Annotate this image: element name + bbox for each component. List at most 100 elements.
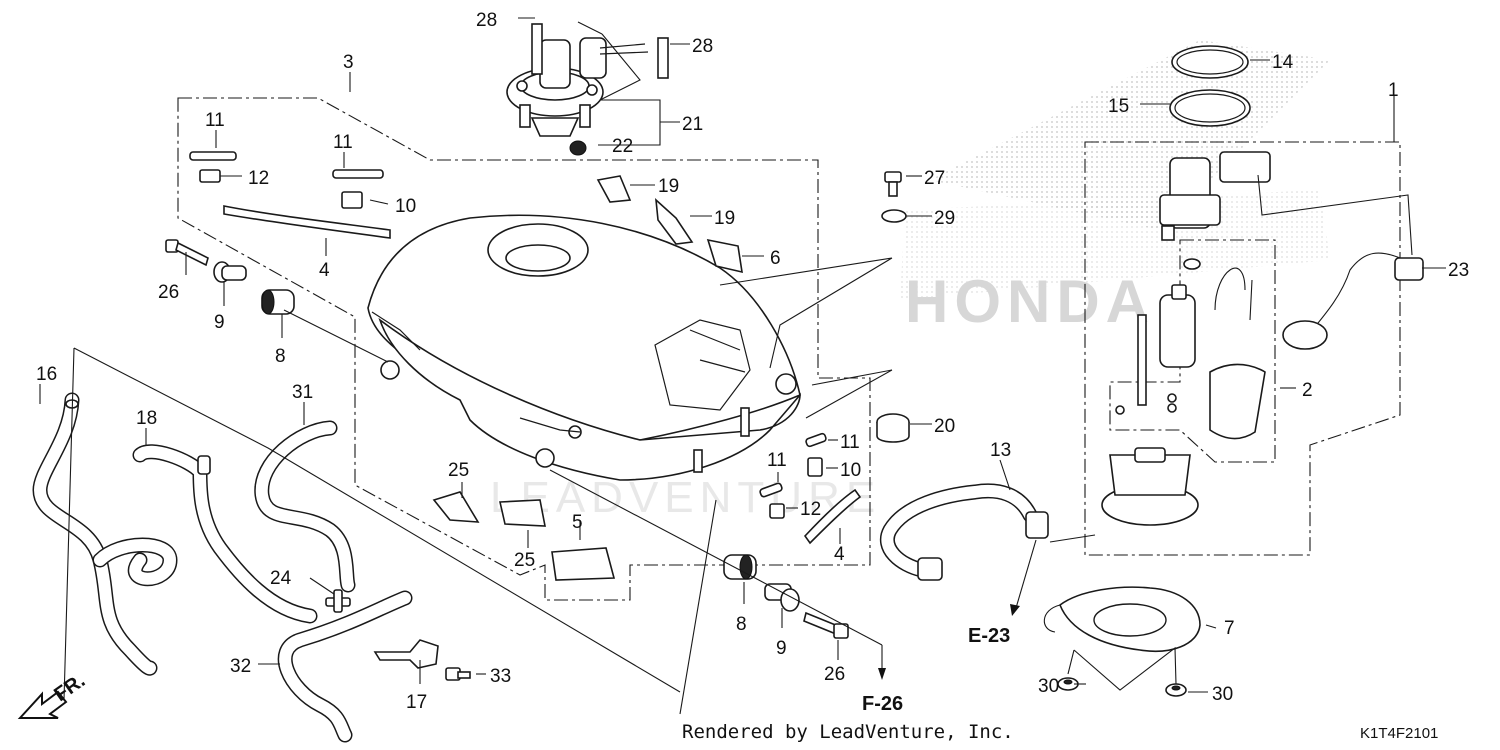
pad-12b xyxy=(769,503,785,519)
seal-strip-4a xyxy=(223,205,391,239)
decal-19a xyxy=(596,175,632,203)
bolt-26a xyxy=(165,239,209,267)
pad-10b xyxy=(807,457,823,477)
label-29: 29 xyxy=(934,208,955,229)
label-30b: 30 xyxy=(1212,684,1233,705)
decal-19b xyxy=(654,198,694,245)
label-4a: 4 xyxy=(319,260,330,281)
decal-6 xyxy=(706,238,743,274)
label-28b: 28 xyxy=(692,36,713,57)
label-6: 6 xyxy=(770,248,781,269)
pump-wire xyxy=(1214,267,1253,321)
label-17: 17 xyxy=(406,692,427,713)
honda-watermark: HONDA xyxy=(900,40,1330,335)
fuel-hose-13 xyxy=(879,483,1049,581)
hose-31 xyxy=(254,420,356,593)
honda-watermark-text: HONDA xyxy=(905,268,1155,335)
credit-text: Rendered by LeadVenture, Inc. xyxy=(682,721,1014,743)
label-13: 13 xyxy=(990,440,1011,461)
fuel-tank xyxy=(367,214,801,481)
label-27: 27 xyxy=(924,168,945,189)
fuel-pump-motor xyxy=(1137,258,1201,406)
fuel-gauge-sender-23 xyxy=(1282,252,1424,350)
pad-10a xyxy=(341,191,363,209)
label-25b: 25 xyxy=(514,550,535,571)
pad-12a xyxy=(199,169,221,183)
pump-base-flange xyxy=(1101,393,1199,526)
e23-arrow xyxy=(1010,604,1020,616)
decal-25b xyxy=(499,499,546,527)
label-14: 14 xyxy=(1272,52,1294,73)
label-1: 1 xyxy=(1388,80,1399,101)
diagram-code: K1T4F2101 xyxy=(1360,725,1438,742)
rubber-strip-11c xyxy=(805,432,827,448)
hose-18 xyxy=(132,444,318,624)
label-23: 23 xyxy=(1448,260,1469,281)
setting-plate-7 xyxy=(1043,586,1201,652)
label-11a: 11 xyxy=(205,110,225,131)
washer-29 xyxy=(881,209,907,223)
label-12b: 12 xyxy=(800,499,821,520)
decal-5 xyxy=(551,547,616,581)
rubber-strip-11b xyxy=(332,169,384,179)
bolt-33 xyxy=(445,667,471,681)
rubber-bushing-8b xyxy=(723,554,757,580)
label-30a: 30 xyxy=(1038,676,1059,697)
label-18: 18 xyxy=(136,408,157,429)
collar-9b xyxy=(764,583,800,612)
label-19a: 19 xyxy=(658,176,679,197)
collar-9a xyxy=(213,261,247,283)
label-15: 15 xyxy=(1108,96,1129,117)
label-7: 7 xyxy=(1224,618,1235,639)
damper-20 xyxy=(876,413,910,443)
label-9b: 9 xyxy=(776,638,787,659)
pump-top-cover xyxy=(1159,151,1271,241)
label-11b: 11 xyxy=(333,132,353,153)
fuel-strainer-holder xyxy=(1209,363,1266,440)
o-ring-14 xyxy=(1171,45,1249,79)
front-direction-arrow: FR. xyxy=(17,670,89,719)
label-25a: 25 xyxy=(448,460,469,481)
ref-e23[interactable]: E-23 xyxy=(968,625,1010,647)
bracket-17 xyxy=(373,639,439,669)
label-11c: 11 xyxy=(840,432,860,453)
rubber-strip-11a xyxy=(189,151,237,161)
packing-15 xyxy=(1169,89,1251,127)
rubber-strip-11d xyxy=(759,482,783,498)
seal-strip-4b xyxy=(803,488,862,545)
cap-drain-grommet-22 xyxy=(569,140,587,156)
label-31: 31 xyxy=(292,382,313,403)
label-20: 20 xyxy=(934,416,955,437)
label-21: 21 xyxy=(682,114,703,135)
group-outline-2 xyxy=(1109,239,1276,463)
label-24: 24 xyxy=(270,568,292,589)
label-10b: 10 xyxy=(840,460,861,481)
label-26a: 26 xyxy=(158,282,179,303)
rubber-bushing-8a xyxy=(261,289,295,315)
ref-f26[interactable]: F-26 xyxy=(862,693,903,715)
hose-32 xyxy=(277,590,413,743)
joint-24 xyxy=(325,589,351,613)
label-4b: 4 xyxy=(834,544,845,565)
label-19b: 19 xyxy=(714,208,735,229)
label-2: 2 xyxy=(1302,380,1313,401)
bolt-26b xyxy=(803,611,849,639)
label-33: 33 xyxy=(490,666,511,687)
hose-16 xyxy=(32,392,178,676)
label-10a: 10 xyxy=(395,196,416,217)
fuel-cap-assembly xyxy=(506,23,669,137)
bolt-27 xyxy=(884,171,902,197)
label-28a: 28 xyxy=(476,10,497,31)
nut-30b xyxy=(1165,683,1187,697)
label-9a: 9 xyxy=(214,312,225,333)
label-5: 5 xyxy=(572,512,583,533)
leader-lines xyxy=(39,17,1446,715)
label-8b: 8 xyxy=(736,614,747,635)
leadventure-watermark-text: LEADVENTURE xyxy=(490,473,881,522)
label-12a: 12 xyxy=(248,168,269,189)
label-11d: 11 xyxy=(767,450,787,471)
label-22: 22 xyxy=(612,136,633,157)
group-outline-1 xyxy=(1084,141,1401,556)
decal-25a xyxy=(432,491,480,523)
